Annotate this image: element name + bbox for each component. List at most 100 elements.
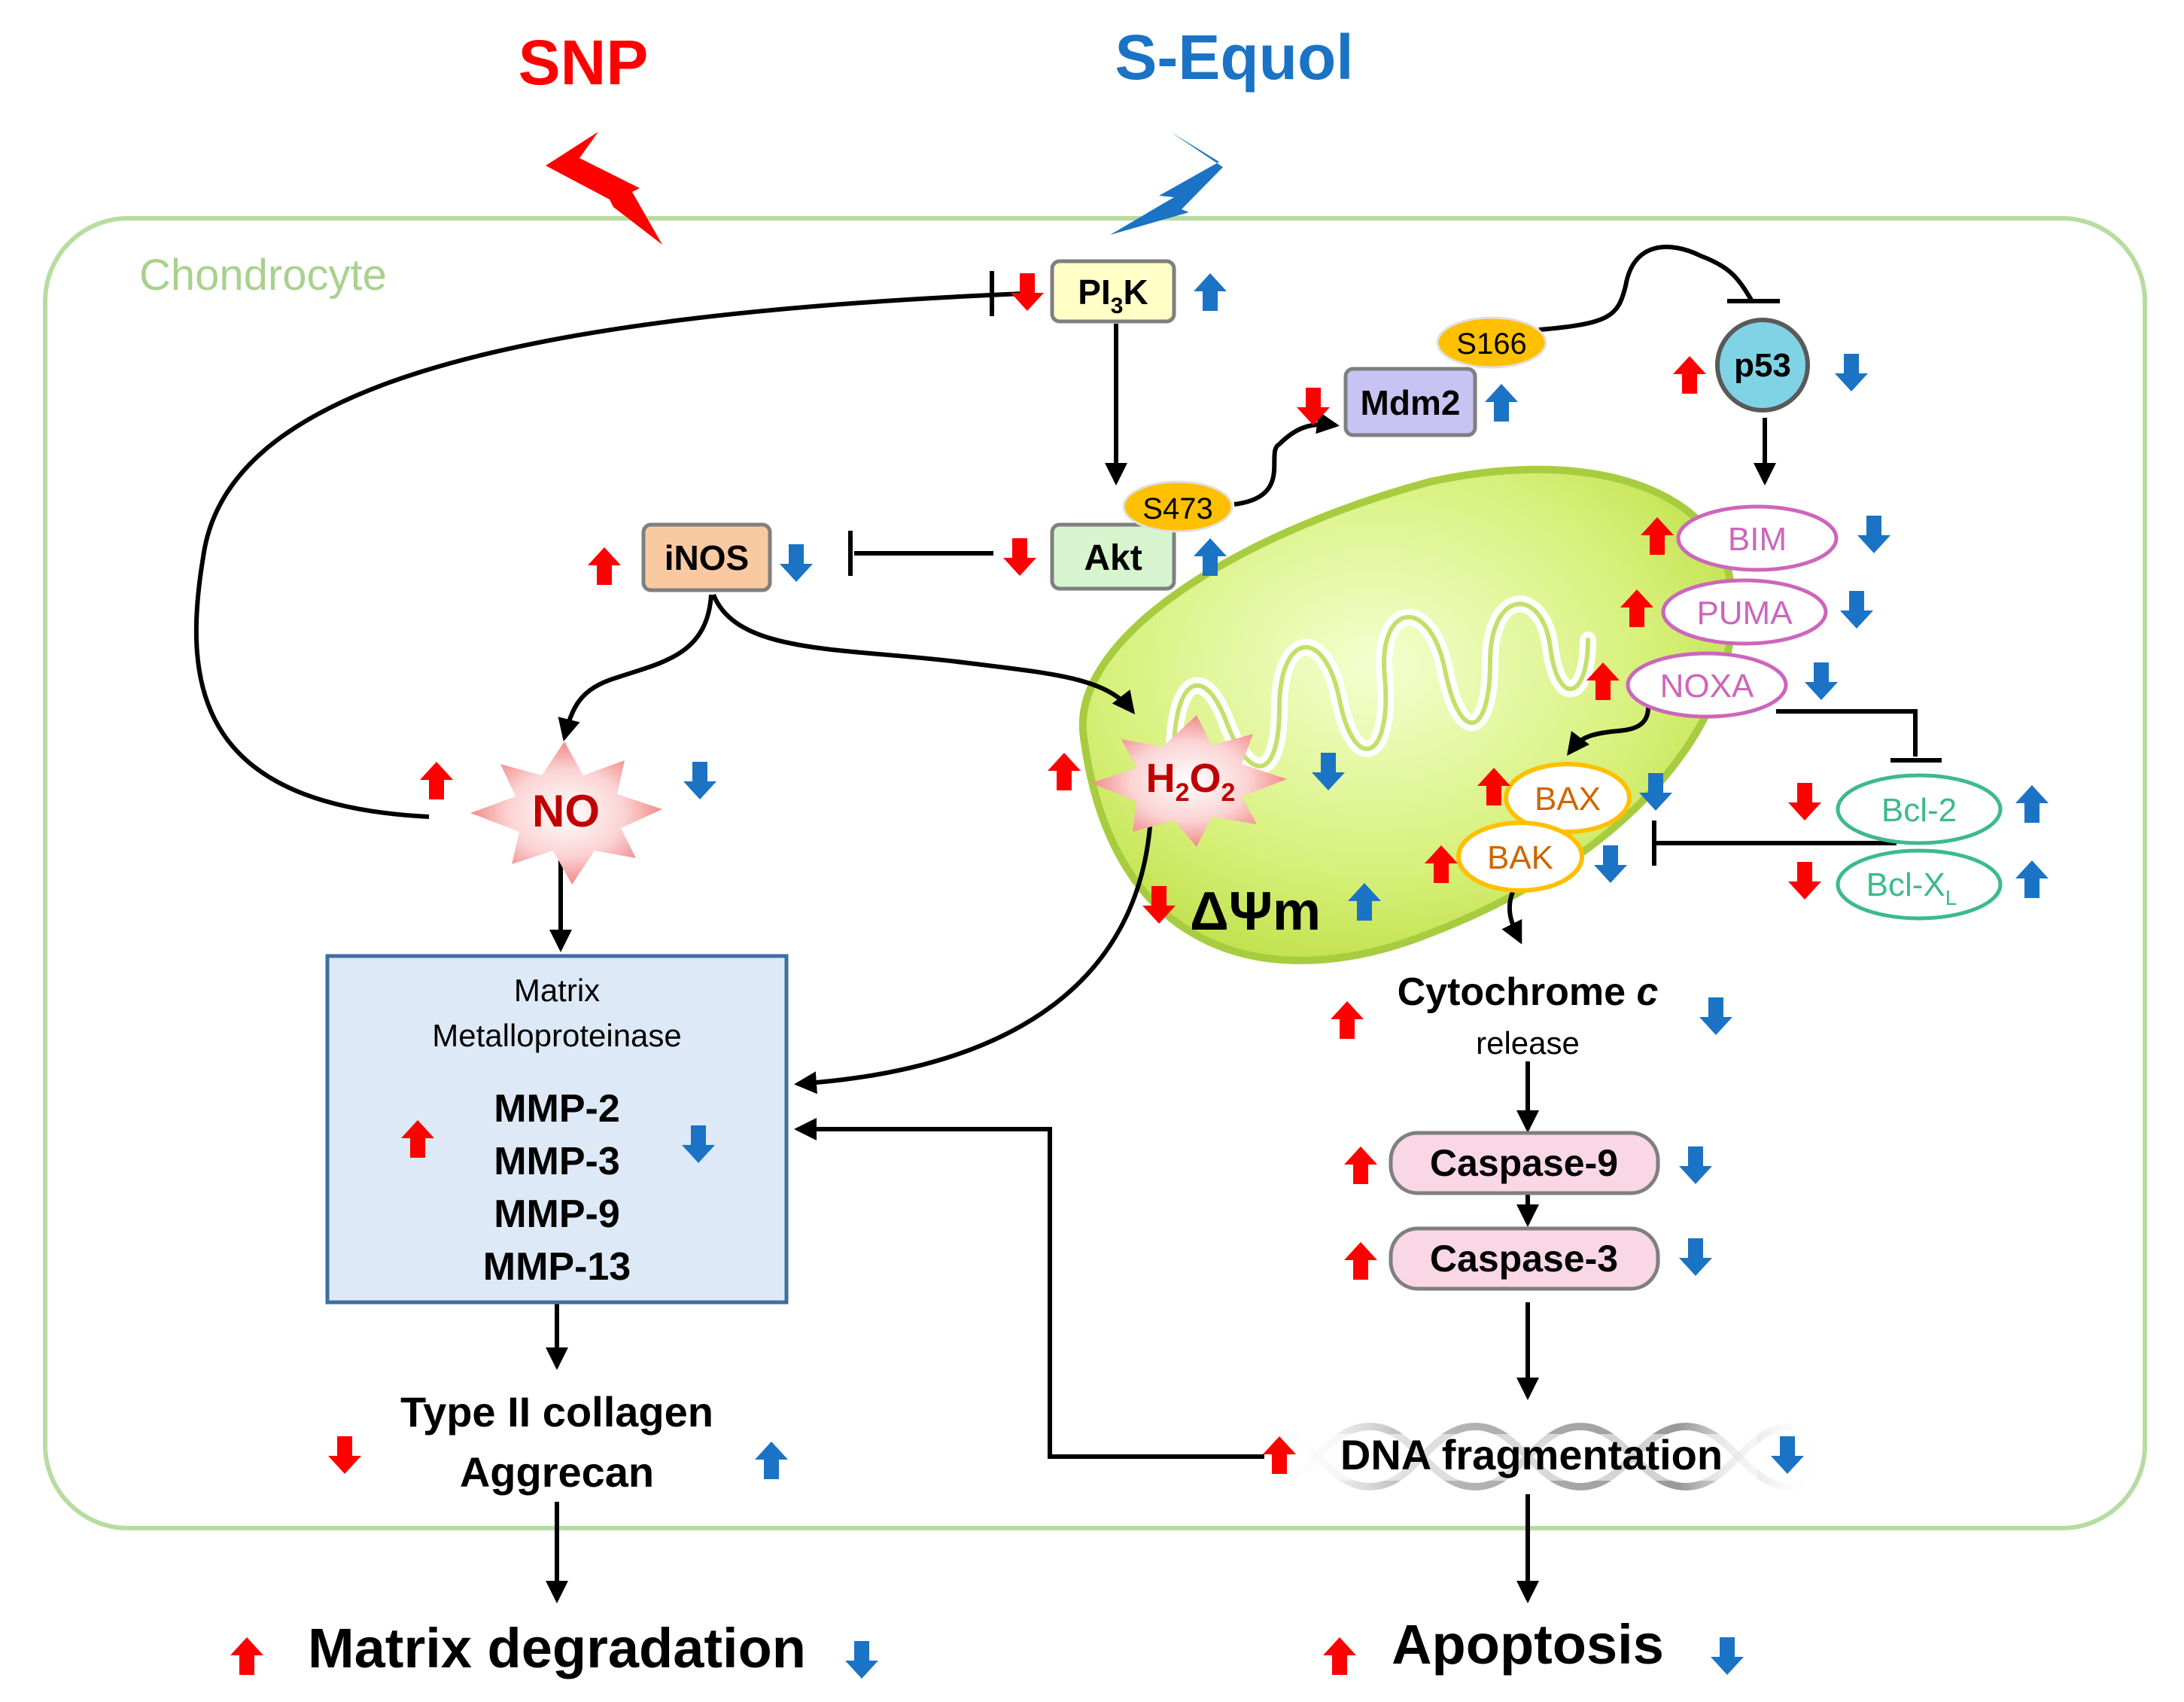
pi3k-node: PI3K xyxy=(1050,259,1176,324)
apoptosis-label: Apoptosis xyxy=(1392,1613,1664,1676)
matrix-degradation-label: Matrix degradation xyxy=(308,1617,806,1679)
aggrecan-label: Aggrecan xyxy=(460,1448,654,1496)
svg-text:S473: S473 xyxy=(1142,492,1212,525)
no-down-blue-icon xyxy=(683,762,716,799)
cytochrome-c-label: Cytochrome c xyxy=(1398,970,1659,1014)
svg-text:H2O2: H2O2 xyxy=(1146,756,1236,807)
cytochrome-release-label: release xyxy=(1476,1025,1580,1061)
p53-up-red-icon xyxy=(1673,356,1706,394)
svg-text:PUMA: PUMA xyxy=(1696,595,1793,632)
bclxl-node: Bcl-XL xyxy=(1836,848,2003,921)
mdm2-node: Mdm2 xyxy=(1343,367,1477,437)
dpsi-up-blue-icon xyxy=(1348,883,1381,921)
puma-down-blue-icon xyxy=(1840,591,1873,629)
mmp-down-blue-icon xyxy=(682,1125,715,1163)
dna-label-backdrop xyxy=(1298,1434,1757,1481)
snp-label: SNP xyxy=(519,27,649,98)
mmp3-label: MMP-3 xyxy=(494,1140,620,1183)
collagen-down-red-icon xyxy=(328,1436,361,1474)
noxa-up-red-icon xyxy=(1586,662,1620,700)
s473-phospho-site: S473 xyxy=(1122,480,1233,533)
apoptosis-up-red-icon xyxy=(1323,1637,1356,1675)
caspase9-node: Caspase-9 xyxy=(1389,1131,1660,1195)
svg-text:NOXA: NOXA xyxy=(1660,668,1754,705)
cell-label: Chondrocyte xyxy=(139,251,387,300)
aggrecan-up-blue-icon xyxy=(755,1442,788,1479)
bclxl-down-red-icon xyxy=(1788,862,1821,900)
mmp13-label: MMP-13 xyxy=(483,1245,631,1289)
h2o2-node: H2O2 xyxy=(1091,715,1287,847)
mmp9-label: MMP-9 xyxy=(494,1192,620,1236)
collagen-label: Type II collagen xyxy=(400,1388,713,1436)
casp3-down-blue-icon xyxy=(1679,1238,1712,1276)
mdm2-down-red-icon xyxy=(1297,388,1330,425)
mmp-up-red-icon xyxy=(401,1120,434,1158)
svg-text:Bcl-2: Bcl-2 xyxy=(1881,792,1957,829)
mdm2-up-blue-icon xyxy=(1485,384,1518,422)
bak-to-cytc-arrow xyxy=(1501,891,1522,945)
mmp2-label: MMP-2 xyxy=(494,1087,620,1131)
bcl2-node: Bcl-2 xyxy=(1836,773,2003,845)
akt-node: Akt xyxy=(1050,522,1176,591)
svg-text:BAX: BAX xyxy=(1535,781,1601,818)
mmp-title-line1: Matrix xyxy=(514,973,600,1008)
snp-lightning-icon xyxy=(546,132,662,245)
h2o2-up-red-icon xyxy=(1048,753,1081,790)
svg-text:Akt: Akt xyxy=(1084,538,1142,578)
inhibition-bars xyxy=(848,271,1942,866)
bak-up-red-icon xyxy=(1425,845,1458,883)
svg-text:PI3K: PI3K xyxy=(1078,273,1148,318)
casp9-up-red-icon xyxy=(1344,1146,1377,1184)
matrix-down-blue-icon xyxy=(845,1641,878,1679)
noxa-to-bax-arrow xyxy=(1566,707,1650,756)
akt-to-mdm2-arrow xyxy=(1233,411,1340,507)
bim-down-blue-icon xyxy=(1857,516,1890,553)
svg-text:Bcl-XL: Bcl-XL xyxy=(1866,866,1957,909)
h2o2-to-mmp-arrow xyxy=(794,793,1154,1095)
bax-down-blue-icon xyxy=(1639,773,1672,811)
mmp-box: Matrix Metalloproteinase MMP-2 MMP-3 MMP… xyxy=(325,954,789,1305)
bax-node: BAX xyxy=(1504,762,1632,834)
h2o2-down-blue-icon xyxy=(1312,753,1345,790)
regulation-indicators xyxy=(230,273,2049,1679)
dna-down-blue-icon xyxy=(1771,1436,1804,1474)
dna-to-mmp-arrow xyxy=(794,1118,1264,1459)
dna-up-red-icon xyxy=(1263,1436,1296,1474)
noxa-to-bcl2-line xyxy=(1776,709,1918,757)
bim-up-red-icon xyxy=(1641,517,1674,555)
casp3-up-red-icon xyxy=(1344,1242,1377,1280)
mmp-title-line2: Metalloproteinase xyxy=(432,1018,682,1053)
svg-text:iNOS: iNOS xyxy=(665,538,749,577)
pi3k-down-red-icon xyxy=(1011,273,1044,311)
p53-down-blue-icon xyxy=(1835,354,1868,391)
cytc-up-red-icon xyxy=(1331,1001,1364,1039)
mdm2-to-p53-line xyxy=(1538,245,1754,332)
akt-up-blue-icon xyxy=(1194,538,1227,576)
inos-up-red-icon xyxy=(588,547,621,585)
svg-text:NO: NO xyxy=(532,786,600,836)
bcl2-down-red-icon xyxy=(1788,783,1821,821)
bim-node: BIM xyxy=(1676,504,1839,572)
puma-node: PUMA xyxy=(1661,578,1828,646)
matrix-up-red-icon xyxy=(230,1637,263,1675)
akt-down-red-icon xyxy=(1003,538,1036,576)
apoptosis-down-blue-icon xyxy=(1711,1637,1744,1675)
s166-phospho-site: S166 xyxy=(1436,316,1547,369)
inos-node: iNOS xyxy=(641,522,772,592)
inos-to-h2o2-arrow xyxy=(711,593,1136,714)
p53-node: p53 xyxy=(1715,318,1810,413)
cell-membrane xyxy=(43,216,2147,1530)
svg-text:BAK: BAK xyxy=(1487,839,1553,876)
svg-text:Caspase-9: Caspase-9 xyxy=(1430,1142,1618,1184)
svg-text:p53: p53 xyxy=(1734,347,1791,384)
bak-down-blue-icon xyxy=(1594,845,1627,883)
dna-fragmentation-label: DNA fragmentation xyxy=(1340,1431,1723,1478)
dna-helix-icon xyxy=(1264,1422,1820,1491)
no-node: NO xyxy=(470,741,662,884)
mitochondrion xyxy=(1078,465,1736,964)
svg-text:Caspase-3: Caspase-3 xyxy=(1430,1238,1618,1280)
equol-label: S-Equol xyxy=(1115,22,1353,93)
cytc-down-blue-icon xyxy=(1699,997,1732,1035)
